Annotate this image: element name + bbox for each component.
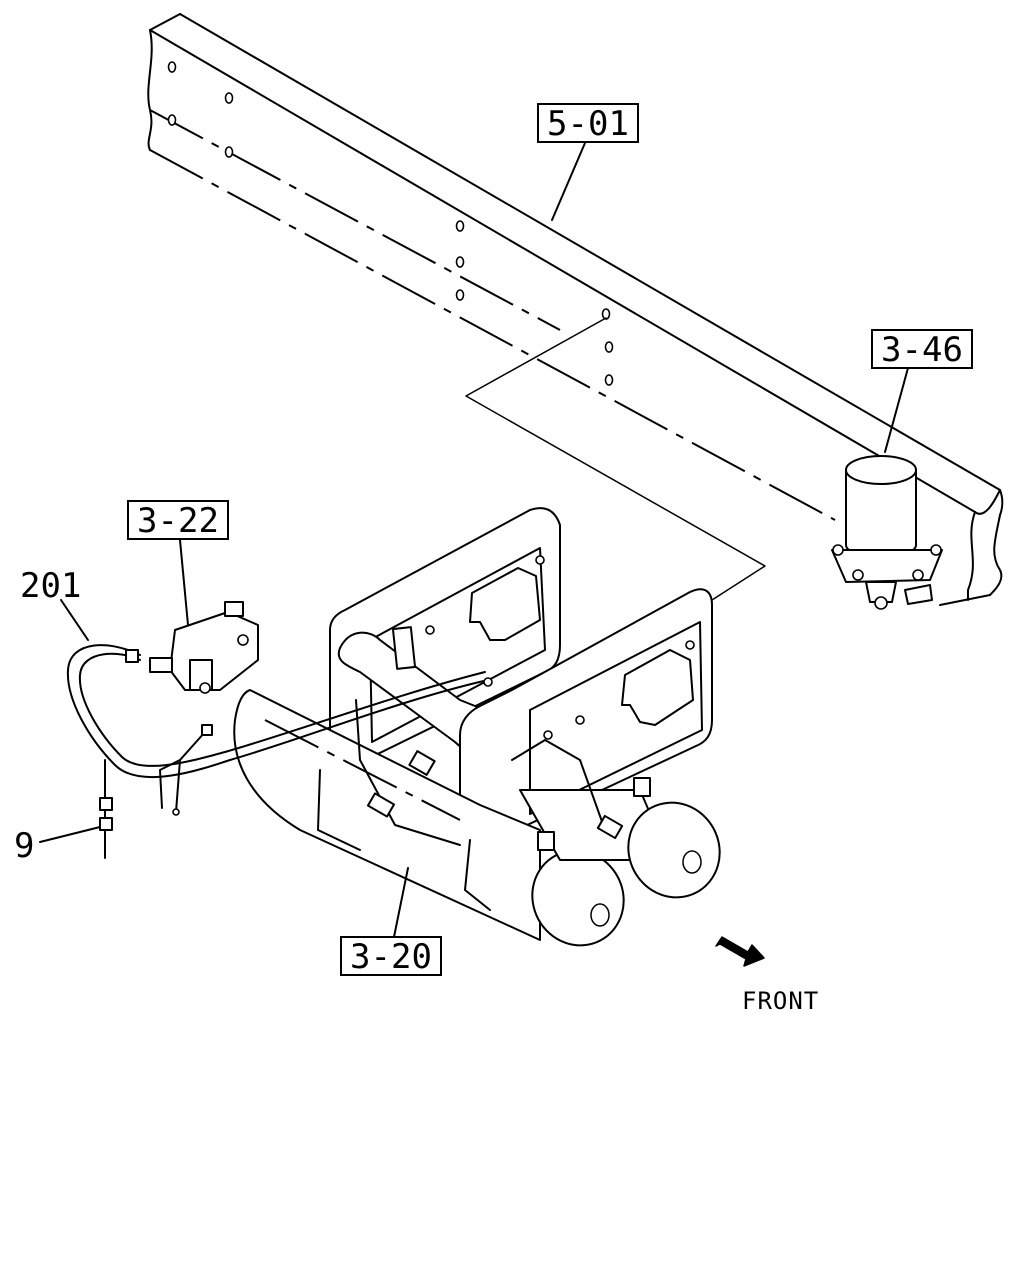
frame-rail	[147, 13, 1004, 606]
wiring-harness	[66, 644, 493, 859]
valve-assembly	[149, 601, 259, 694]
tank-bracket-rear	[329, 507, 561, 772]
bracket-leader	[465, 317, 766, 601]
callout-label-201[interactable]: 201	[20, 566, 81, 606]
leader-9	[39, 826, 101, 843]
leader-3-20	[393, 867, 409, 938]
callout-5-01[interactable]: 5-01	[537, 103, 639, 144]
leader-201	[60, 599, 89, 641]
front-arrow-icon	[715, 936, 765, 967]
callout-label-3-46: 3-46	[881, 330, 963, 370]
callout-3-20[interactable]: 3-20	[340, 936, 442, 977]
leader-3-22	[179, 539, 189, 626]
callout-label-9[interactable]: 9	[14, 826, 34, 866]
air-dryer	[831, 455, 943, 610]
front-label: FRONT	[742, 987, 819, 1015]
leader-3-46	[884, 367, 909, 453]
callout-label-3-22: 3-22	[137, 501, 219, 541]
air-tank-right	[519, 777, 721, 899]
callout-label-3-20: 3-20	[350, 937, 432, 977]
air-piping	[317, 626, 624, 911]
callout-3-22[interactable]: 3-22	[127, 500, 229, 541]
leader-5-01	[551, 142, 586, 221]
callout-3-46[interactable]: 3-46	[871, 329, 973, 370]
callout-label-5-01: 5-01	[547, 104, 629, 144]
